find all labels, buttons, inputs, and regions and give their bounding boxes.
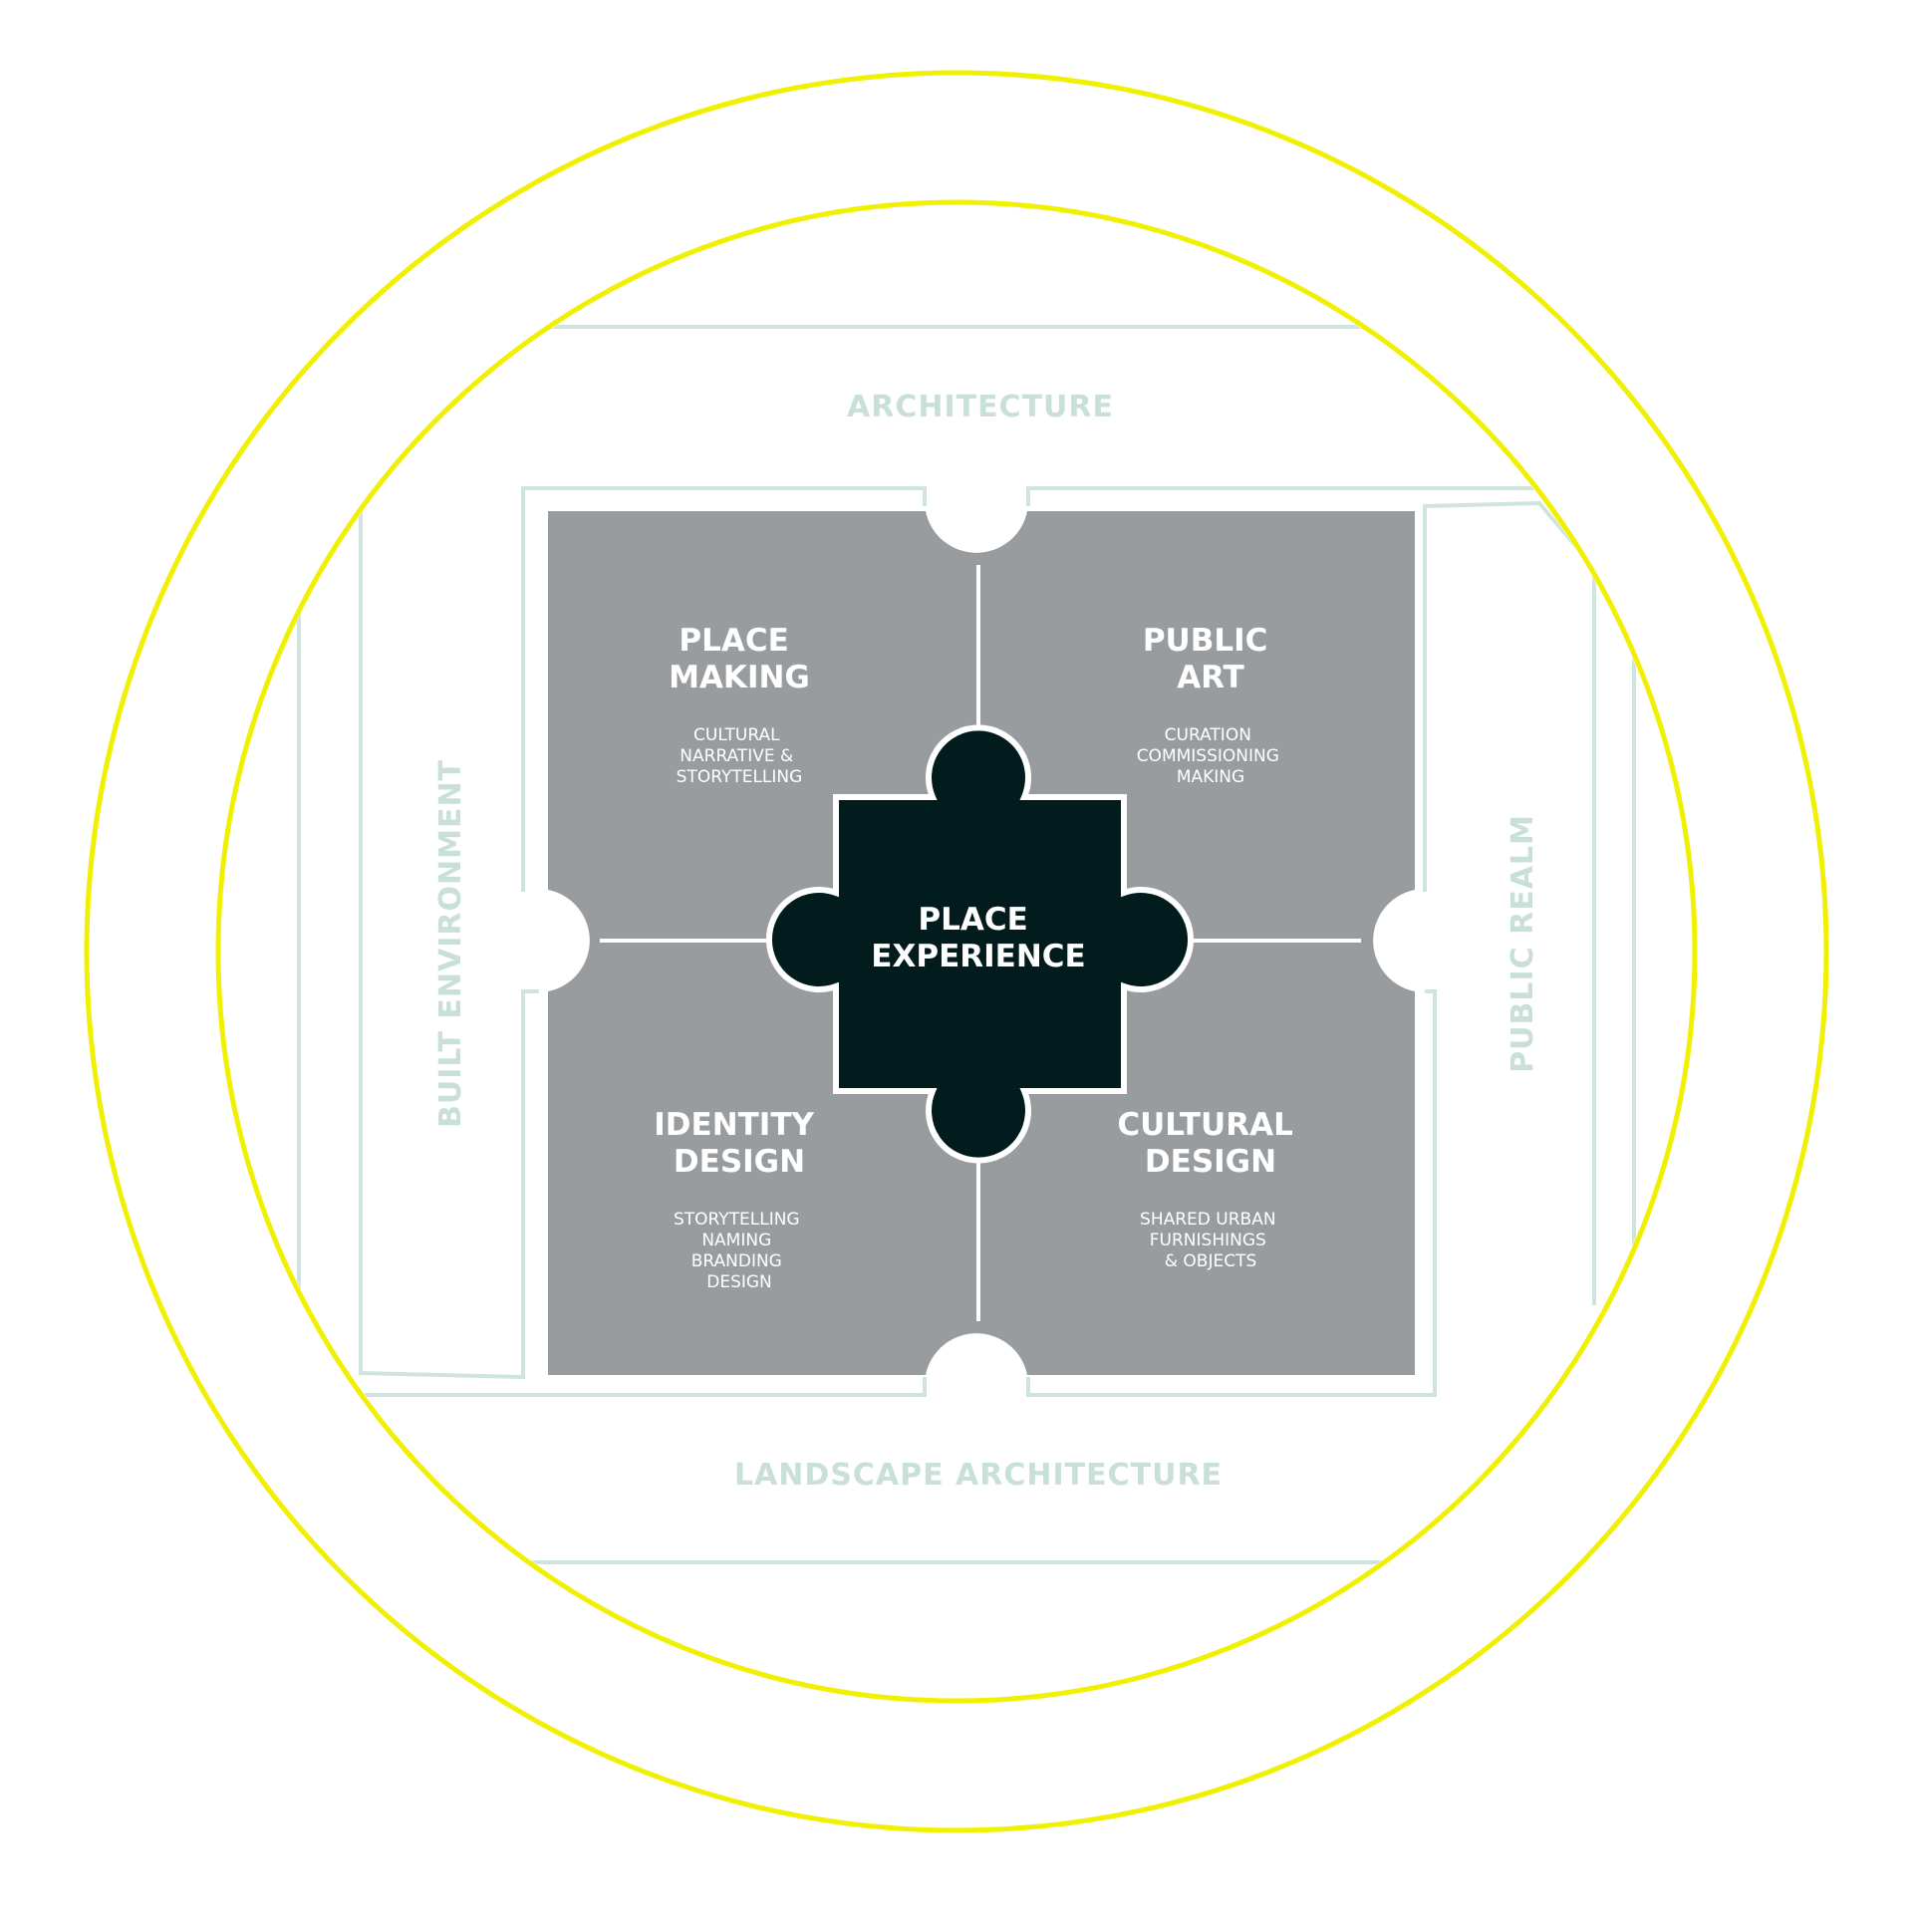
public-art-item: CURATION [1165,725,1251,745]
public-art-items: CURATION COMMISSIONING MAKING [1137,725,1285,787]
center-shape [766,724,1194,1164]
cultural-design-title-line-2: DESIGN [1145,1144,1276,1180]
left-contour [359,503,539,1380]
right-contour [1423,500,1596,1305]
center-title-line-2: EXPERIENCE [871,939,1085,974]
outer-labels: ARCHITECTURE LANDSCAPE ARCHITECTURE BUIL… [433,390,1540,1493]
public-art-title-line-2: ART [1177,660,1244,695]
public-art-item: COMMISSIONING [1137,746,1279,766]
identity-design-title-line-2: DESIGN [674,1144,805,1180]
place-making-items: CULTURAL NARRATIVE & STORYTELLING [677,725,803,787]
quadrant-place-making: PLACE MAKING CULTURAL NARRATIVE & STORYT… [669,623,810,787]
bottom-left-contour [361,1377,927,1397]
label-public-realm: PUBLIC REALM [1505,814,1540,1073]
cultural-design-items: SHARED URBAN FURNISHINGS & OBJECTS [1140,1210,1281,1271]
right-contour-lower [1026,989,1437,1397]
outer-frame-rect [297,325,1636,1564]
quadrant-cultural-design: CULTURAL DESIGN SHARED URBAN FURNISHINGS… [1117,1107,1303,1271]
identity-design-item: STORYTELLING [674,1210,800,1230]
outer-ring [84,70,1829,1833]
left-contour-upper [521,486,927,892]
quadrant-identity-design: IDENTITY DESIGN STORYTELLING NAMING BRAN… [654,1107,824,1292]
identity-design-item: DESIGN [706,1272,772,1292]
public-art-item: MAKING [1177,767,1244,787]
center-title: PLACE EXPERIENCE [871,902,1085,974]
center-piece: PLACE EXPERIENCE [766,724,1194,1164]
place-making-title-line-1: PLACE [679,623,788,659]
public-art-title-line-1: PUBLIC [1143,623,1268,659]
quadrant-public-art: PUBLIC ART CURATION COMMISSIONING MAKING [1137,623,1285,787]
inner-ring [215,199,1698,1704]
identity-design-title-line-1: IDENTITY [654,1107,814,1143]
identity-design-title: IDENTITY DESIGN [654,1107,824,1180]
cultural-design-title-line-1: CULTURAL [1117,1107,1292,1143]
place-making-title: PLACE MAKING [669,623,810,695]
rings [84,70,1829,1833]
identity-design-items: STORYTELLING NAMING BRANDING DESIGN [674,1210,805,1292]
place-making-item: CULTURAL [693,725,780,745]
cultural-design-title: CULTURAL DESIGN [1117,1107,1303,1180]
top-right-contour [1026,486,1539,506]
cultural-design-item: FURNISHINGS [1150,1231,1266,1250]
identity-design-item: NAMING [701,1231,771,1250]
label-built-environment: BUILT ENVIRONMENT [433,759,468,1128]
cultural-design-item: & OBJECTS [1165,1251,1257,1271]
label-landscape-architecture: LANDSCAPE ARCHITECTURE [734,1458,1223,1493]
identity-design-item: BRANDING [691,1251,782,1271]
place-making-item: NARRATIVE & [680,746,793,766]
public-art-title: PUBLIC ART [1143,623,1278,695]
outline-frame [297,325,1636,1564]
center-title-line-1: PLACE [918,902,1027,938]
place-making-title-line-2: MAKING [669,660,810,695]
place-making-item: STORYTELLING [677,767,803,787]
label-architecture: ARCHITECTURE [847,390,1114,424]
cultural-design-item: SHARED URBAN [1140,1210,1276,1230]
